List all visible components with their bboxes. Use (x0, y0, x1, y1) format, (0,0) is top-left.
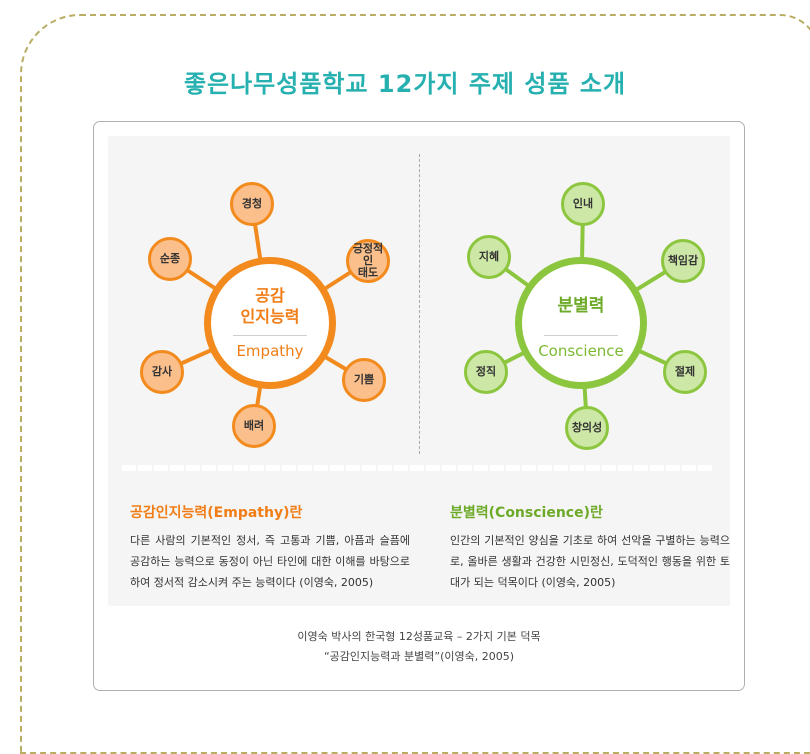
vertical-divider (419, 154, 420, 454)
conscience-diagram: 인내 책임감 절제 창의성 정직 지혜 분별력 Conscience (438, 154, 738, 454)
conscience-node-wisdom: 지혜 (467, 235, 511, 279)
conscience-description-body: 인간의 기본적인 양심을 기초로 하여 선악을 구별하는 능력으로, 올바른 생… (450, 534, 730, 589)
conscience-description-title: 분별력(Conscience)란 (450, 505, 603, 521)
empathy-diagram: 경청 긍정적인 태도 기쁨 배려 감사 순종 공감 인지능력 Empathy (120, 154, 420, 454)
horizontal-divider (122, 465, 714, 471)
caption-line-1: 이영숙 박사의 한국형 12성품교육 – 2가지 기본 덕목 (297, 630, 541, 643)
empathy-description: 공감인지능력(Empathy)란 다른 사람의 기본적인 정서, 즉 고통과 기… (130, 502, 410, 593)
empathy-node-gratitude: 감사 (140, 350, 184, 394)
content-card: 경청 긍정적인 태도 기쁨 배려 감사 순종 공감 인지능력 Empathy (93, 121, 745, 691)
conscience-center-title: 분별력 (557, 296, 605, 316)
conscience-center-subtitle: Conscience (538, 342, 624, 360)
conscience-node-patience: 인내 (561, 182, 605, 226)
empathy-description-body: 다른 사람의 기본적인 정서, 즉 고통과 기쁨, 아픔과 슬픔에 공감하는 능… (130, 534, 410, 589)
empathy-node-listening: 경청 (230, 182, 274, 226)
caption-line-2: “공감인지능력과 분별력”(이영숙, 2005) (323, 650, 515, 663)
empathy-center-rule (233, 335, 307, 336)
conscience-description: 분별력(Conscience)란 인간의 기본적인 양심을 기초로 하여 선악을… (450, 502, 730, 593)
empathy-node-obedience: 순종 (148, 237, 192, 281)
empathy-description-title: 공감인지능력(Empathy)란 (130, 505, 303, 521)
empathy-center-subtitle: Empathy (236, 342, 304, 360)
empathy-center-circle: 공감 인지능력 Empathy (204, 257, 336, 389)
empathy-node-joy: 기쁨 (342, 358, 386, 402)
empathy-node-positive-attitude: 긍정적인 태도 (346, 239, 390, 283)
empathy-center-title-line2: 인지능력 (240, 307, 300, 326)
conscience-node-responsibility: 책임감 (661, 239, 705, 283)
conscience-node-self-control: 절제 (663, 350, 707, 394)
empathy-center-title-line1: 공감 (255, 286, 285, 305)
conscience-node-creativity: 창의성 (565, 406, 609, 450)
diagram-panel: 경청 긍정적인 태도 기쁨 배려 감사 순종 공감 인지능력 Empathy (108, 136, 730, 606)
empathy-node-consideration: 배려 (232, 404, 276, 448)
conscience-center-circle: 분별력 Conscience (515, 257, 647, 389)
page-title: 좋은나무성품학교 12가지 주제 성품 소개 (183, 70, 627, 98)
conscience-node-honesty: 정직 (464, 350, 508, 394)
conscience-center-rule (544, 335, 618, 336)
source-caption: 이영숙 박사의 한국형 12성품교육 – 2가지 기본 덕목 “공감인지능력과 … (94, 627, 744, 667)
